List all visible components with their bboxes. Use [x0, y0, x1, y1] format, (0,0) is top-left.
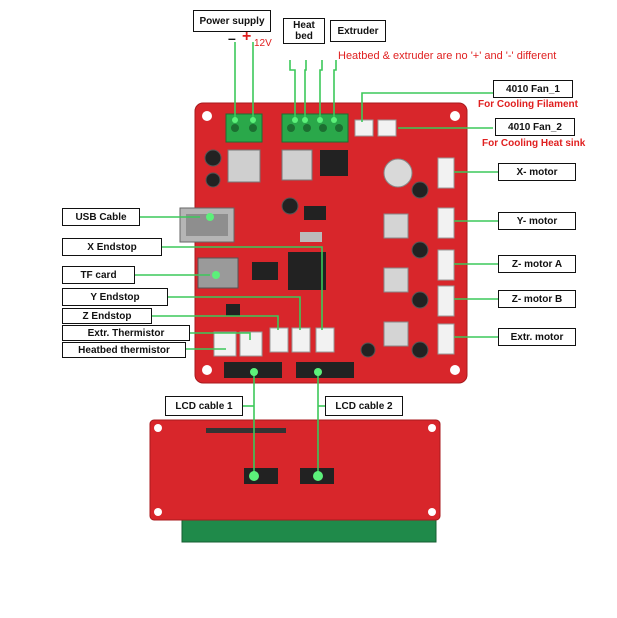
mosfet — [320, 150, 348, 176]
lcd-board — [149, 419, 441, 521]
label-heat-bed: Heat bed — [283, 18, 325, 44]
voltage-note: 12V — [254, 38, 272, 49]
mount-hole — [450, 365, 460, 375]
y-motor-connector — [437, 207, 455, 239]
polarity-note: Heatbed & extruder are no '+' and '-' di… — [338, 50, 557, 62]
mount-hole — [450, 111, 460, 121]
label-extr-motor: Extr. motor — [498, 328, 576, 346]
label-tf-card: TF card — [62, 266, 135, 284]
driver-heatsink — [383, 321, 409, 347]
mosfet — [281, 149, 313, 181]
endstop-connector — [291, 327, 311, 353]
label-y-motor: Y- motor — [498, 212, 576, 230]
minus-sign: – — [228, 30, 236, 46]
small-chip — [226, 304, 240, 316]
lcd-pin-strip — [206, 428, 286, 433]
crystal — [300, 232, 322, 242]
endstop-connector — [269, 327, 289, 353]
mosfet — [227, 149, 261, 183]
fan1-connector — [354, 119, 374, 137]
usb-chip — [252, 262, 278, 280]
label-x-endstop: X Endstop — [62, 238, 162, 256]
fan2-purpose-note: For Cooling Heat sink — [482, 138, 586, 149]
thermistor-connector — [213, 331, 237, 357]
fan2-connector — [377, 119, 397, 137]
label-power-supply: Power supply — [193, 10, 271, 32]
thermistor-connector — [239, 331, 263, 357]
lcd-header-2 — [296, 362, 354, 378]
mount-hole — [428, 508, 436, 516]
label-heatbed-thermistor: Heatbed thermistor — [62, 342, 186, 358]
label-y-endstop: Y Endstop — [62, 288, 168, 306]
mount-hole — [428, 424, 436, 432]
label-lcd-cable-1: LCD cable 1 — [165, 396, 243, 416]
extr-motor-connector — [437, 323, 455, 355]
label-z-motor-b: Z- motor B — [498, 290, 576, 308]
label-fan2: 4010 Fan_2 — [495, 118, 575, 136]
capacitor-top — [383, 158, 413, 188]
fan1-purpose-note: For Cooling Filament — [478, 99, 578, 110]
mount-hole — [202, 365, 212, 375]
z-motor-a-connector — [437, 249, 455, 281]
label-extruder: Extruder — [330, 20, 386, 42]
label-lcd-cable-2: LCD cable 2 — [325, 396, 403, 416]
x-motor-connector — [437, 157, 455, 189]
label-usb-cable: USB Cable — [62, 208, 140, 226]
mount-hole — [154, 508, 162, 516]
label-z-endstop: Z Endstop — [62, 308, 152, 324]
mount-hole — [154, 424, 162, 432]
driver-heatsink — [383, 267, 409, 293]
microcontroller — [288, 252, 326, 290]
header-pins — [304, 206, 326, 220]
mount-hole — [202, 111, 212, 121]
label-extr-thermistor: Extr. Thermistor — [62, 325, 190, 341]
label-x-motor: X- motor — [498, 163, 576, 181]
label-z-motor-a: Z- motor A — [498, 255, 576, 273]
endstop-connector — [315, 327, 335, 353]
plus-sign: + — [242, 28, 252, 45]
label-fan1: 4010 Fan_1 — [493, 80, 573, 98]
z-motor-b-connector — [437, 285, 455, 317]
driver-heatsink — [383, 213, 409, 239]
